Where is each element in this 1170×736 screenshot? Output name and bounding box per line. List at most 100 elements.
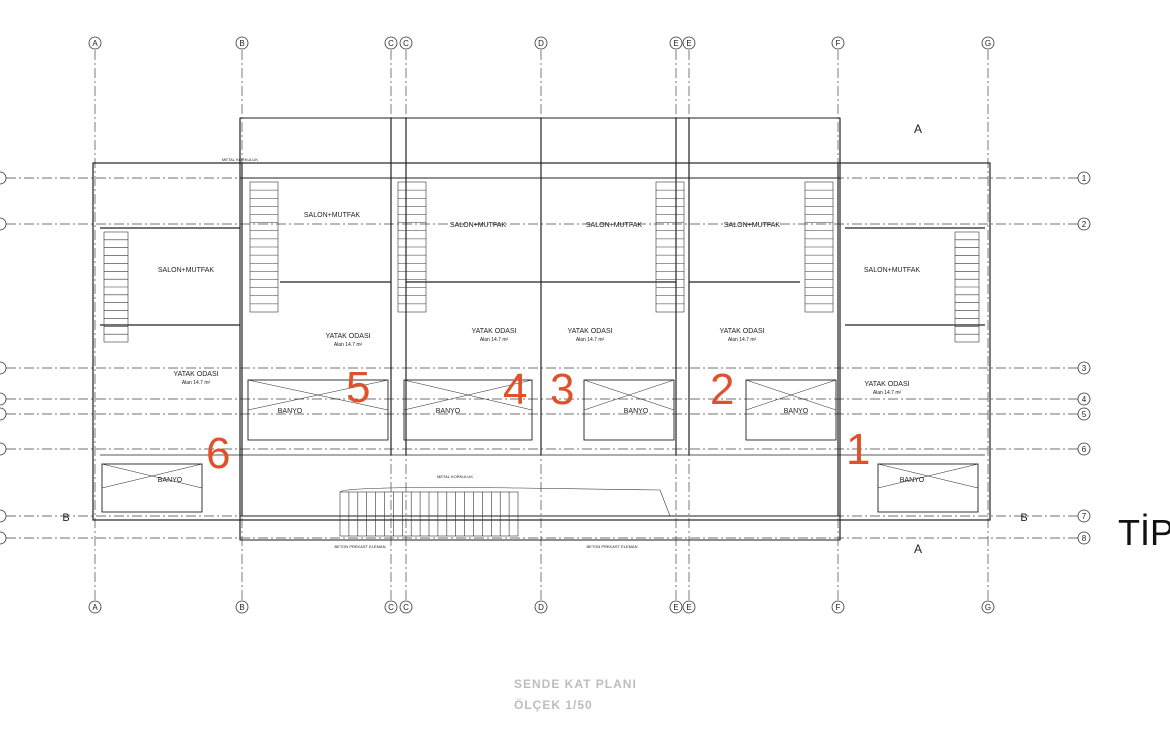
room-labels: SALON+MUTFAK YATAK ODASI Alan 14.7 m² BANYO… xyxy=(158,157,925,549)
section-marker-top: A xyxy=(914,122,922,136)
grid-bubble-column xyxy=(682,600,696,614)
railing-annotation: METAL KORKULUK xyxy=(222,157,258,162)
grid-bubble-column xyxy=(831,36,845,50)
grid-bubble-column xyxy=(384,600,398,614)
living-room-label: SALON+MUTFAK xyxy=(304,212,361,219)
grid-bubble-column xyxy=(669,36,683,50)
grid-bubble-column xyxy=(235,36,249,50)
grid-bubble-row-left xyxy=(0,407,7,421)
grid-bubble-column xyxy=(981,600,995,614)
grid-bubble-row xyxy=(1077,442,1091,456)
grid-bubble-column xyxy=(534,36,548,50)
shaft-cross xyxy=(101,463,203,489)
shaft-cross xyxy=(403,379,533,411)
bedroom-label: YATAK ODASI xyxy=(173,371,218,378)
grid-bubble-column-label: C xyxy=(403,39,409,48)
grid-bubble-column-label: A xyxy=(92,39,98,48)
living-room-label: SALON+MUTFAK xyxy=(724,222,781,229)
corridor-annotation: METAL KORKULUK xyxy=(437,474,473,479)
grid-bubble-column-label: B xyxy=(239,603,244,612)
grid-bubble-row-label: 5 xyxy=(1082,410,1087,419)
grid-bubble-column-label: G xyxy=(985,39,991,48)
grid-bubble-column-label: A xyxy=(92,603,98,612)
grid-bubble-row xyxy=(1077,217,1091,231)
grid-bubble-row-label: 4 xyxy=(1082,395,1087,404)
stair-handrail xyxy=(339,487,671,517)
grid-bubble-column-label: E xyxy=(686,603,691,612)
building-outline xyxy=(92,117,991,541)
grid-bubble-row-label: 6 xyxy=(1082,445,1087,454)
grid-bubble-row-label: 2 xyxy=(1082,220,1087,229)
section-markers: A A B B xyxy=(62,122,1027,556)
precast-annotation: BETON PREKAST ELEMAN xyxy=(587,544,638,549)
shaft-cross xyxy=(745,379,837,411)
grid-bubble-row xyxy=(1077,531,1091,545)
bathroom-label: BANYO xyxy=(278,408,303,415)
unit-number-5: 5 xyxy=(346,363,371,412)
grid-bubble-column-label: C xyxy=(388,39,394,48)
grid-bubble-row-left xyxy=(0,531,7,545)
living-room-label: SALON+MUTFAK xyxy=(450,222,507,229)
grid-bubble-column xyxy=(399,600,413,614)
grid-bubble-column-label: C xyxy=(403,603,409,612)
bathroom-label: BANYO xyxy=(624,408,649,415)
grid-bubble-column xyxy=(981,36,995,50)
bedroom-label: YATAK ODASI xyxy=(719,328,764,335)
drawing-title: SENDE KAT PLANI xyxy=(514,677,637,691)
bedroom-label: YATAK ODASI xyxy=(325,333,370,340)
grid-bubble-column-label: E xyxy=(673,39,678,48)
grid-bubble-row-left xyxy=(0,171,7,185)
section-marker-right: B xyxy=(1020,512,1027,524)
grid-bubble-column-label: B xyxy=(239,39,244,48)
grid-bubble-column-label: E xyxy=(686,39,691,48)
grid-bubble-column-label: D xyxy=(538,39,544,48)
unit-number-1: 1 xyxy=(846,425,871,474)
section-marker-bottom: A xyxy=(914,542,922,556)
shaft-cross xyxy=(877,463,979,489)
section-marker-left: B xyxy=(62,512,69,524)
unit-number-6: 6 xyxy=(206,429,231,478)
shaft-cross xyxy=(583,379,675,411)
unit-number-2: 2 xyxy=(710,365,735,414)
grid-bubble-row xyxy=(1077,509,1091,523)
grid-bubble-row-left xyxy=(0,217,7,231)
grid-bubble-row xyxy=(1077,171,1091,185)
bedroom-label: YATAK ODASI xyxy=(864,381,909,388)
bedroom-area-label: Alan 14.7 m² xyxy=(182,380,211,386)
grid-bubble-row-left xyxy=(0,392,7,406)
grid-bubble-row-left xyxy=(0,361,7,375)
grid-bubble-row-label: 8 xyxy=(1082,534,1087,543)
grid-bubble-column xyxy=(88,600,102,614)
shaft-cross xyxy=(247,379,389,411)
grid-bubble-column xyxy=(831,600,845,614)
bedroom-label: YATAK ODASI xyxy=(471,328,516,335)
unit-number-3: 3 xyxy=(550,365,575,414)
roof-overhang xyxy=(239,117,841,179)
bathroom-label: BANYO xyxy=(900,477,925,484)
grid-bubble-column xyxy=(682,36,696,50)
bedroom-area-label: Alan 14.7 m² xyxy=(480,337,509,343)
unit-number-4: 4 xyxy=(503,365,528,414)
bathroom-block xyxy=(877,463,979,513)
grid-bubble-column xyxy=(399,36,413,50)
bedroom-area-label: Alan 14.7 m² xyxy=(334,342,363,348)
grid-bubble-column xyxy=(669,600,683,614)
bedroom-area-label: Alan 14.7 m² xyxy=(728,337,757,343)
bathroom-label: BANYO xyxy=(158,477,183,484)
bathroom-block xyxy=(101,463,203,513)
grid-bubble-column-label: F xyxy=(836,39,841,48)
precast-annotation: BETON PREKAST ELEMAN xyxy=(335,544,386,549)
grid-bubble-row xyxy=(1077,407,1091,421)
bedroom-area-label: Alan 14.7 m² xyxy=(873,390,902,396)
bathroom-label: BANYO xyxy=(436,408,461,415)
grid-bubble-column-label: F xyxy=(836,603,841,612)
grid-bubble-row-left xyxy=(0,509,7,523)
grid-bubble-column xyxy=(88,36,102,50)
living-room-label: SALON+MUTFAK xyxy=(864,267,921,274)
grid-bubble-row-left xyxy=(0,442,7,456)
drawing-scale: ÖLÇEK 1/50 xyxy=(514,698,593,712)
grid-bubble-row xyxy=(1077,361,1091,375)
grid-bubble-column xyxy=(235,600,249,614)
